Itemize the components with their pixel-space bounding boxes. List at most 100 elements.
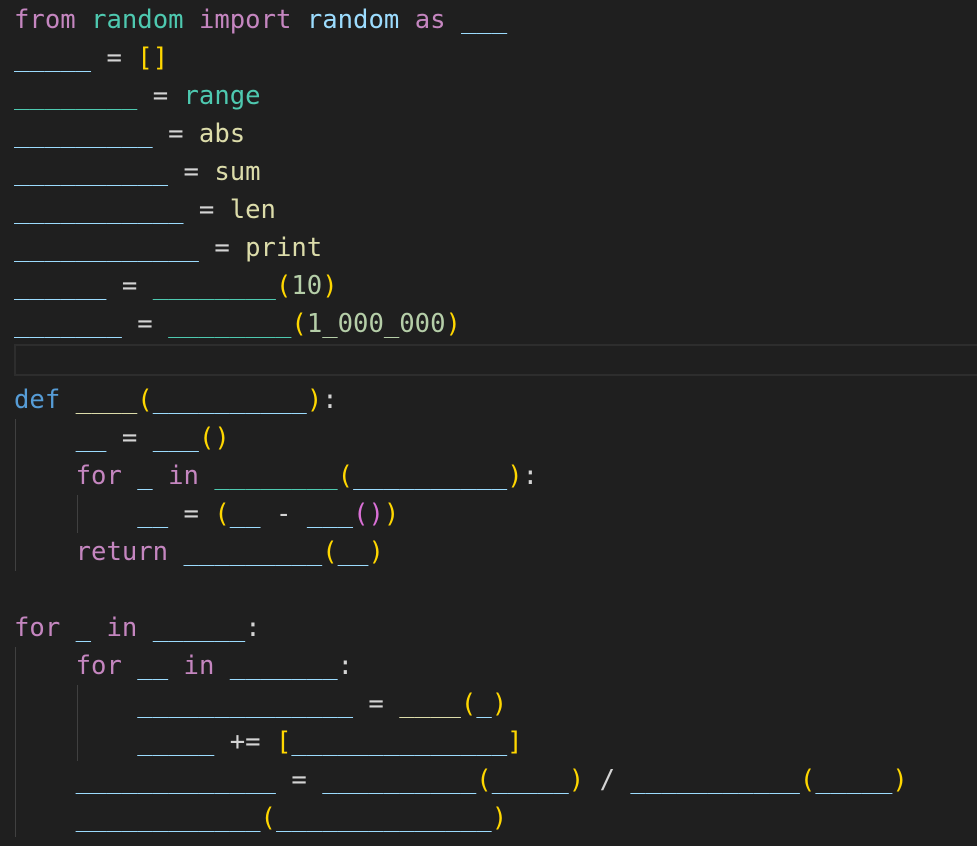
code-token: def bbox=[14, 385, 61, 415]
indent-guide bbox=[77, 685, 78, 761]
code-line[interactable]: ______________ = ____(_) bbox=[14, 685, 507, 723]
code-token: () bbox=[198, 423, 230, 453]
code-line[interactable]: from random import random as ___ bbox=[14, 1, 507, 39]
code-token bbox=[184, 5, 199, 35]
code-token: in bbox=[106, 613, 138, 643]
code-line[interactable]: _________ = abs bbox=[14, 115, 245, 153]
code-token: = bbox=[121, 309, 169, 339]
code-token: ( bbox=[322, 537, 338, 567]
code-line[interactable]: return _________(__) bbox=[14, 533, 384, 571]
code-line[interactable]: _____ = [] bbox=[14, 39, 168, 77]
code-token: = bbox=[168, 157, 215, 187]
code-line[interactable]: ___________ = len bbox=[14, 191, 276, 229]
code-line[interactable]: def ____(__________): bbox=[14, 381, 338, 419]
code-token: return bbox=[75, 537, 169, 567]
code-token: [] bbox=[137, 43, 169, 73]
code-token: : bbox=[322, 385, 338, 415]
code-token: ( bbox=[476, 765, 492, 795]
code-line[interactable]: __ = ___() bbox=[14, 419, 230, 457]
code-token bbox=[399, 5, 414, 35]
code-token: ) bbox=[507, 461, 523, 491]
code-token: ___ bbox=[306, 499, 354, 529]
code-token: ___________ bbox=[630, 765, 800, 795]
code-token: ( bbox=[460, 689, 477, 719]
code-token: _____ bbox=[491, 765, 569, 795]
code-line[interactable]: ____________ = print bbox=[14, 229, 322, 267]
code-token bbox=[76, 5, 91, 35]
code-line[interactable]: for _ in ______: bbox=[14, 609, 261, 647]
code-token: ________ bbox=[14, 81, 138, 111]
code-token bbox=[168, 537, 183, 567]
code-token: ______________ bbox=[291, 727, 508, 757]
code-token: _______ bbox=[229, 651, 338, 681]
code-token: _____ bbox=[137, 727, 215, 757]
code-token: ) bbox=[491, 803, 508, 833]
code-token: __ bbox=[337, 537, 369, 567]
code-token bbox=[14, 651, 76, 681]
indent-guide bbox=[15, 647, 16, 837]
code-token bbox=[14, 689, 137, 719]
code-token: ______________ bbox=[137, 689, 354, 719]
code-token: __________ bbox=[322, 765, 477, 795]
code-token bbox=[14, 803, 76, 833]
code-token: = bbox=[91, 43, 138, 73]
code-token: _ bbox=[137, 461, 153, 491]
code-token: random bbox=[91, 5, 184, 35]
code-token bbox=[122, 461, 137, 491]
code-token: for bbox=[75, 461, 122, 491]
code-token: = bbox=[137, 81, 184, 111]
code-token: = bbox=[275, 765, 323, 795]
code-token: for bbox=[14, 613, 61, 643]
code-token: _ bbox=[75, 613, 92, 643]
code-token: _______ bbox=[14, 309, 122, 339]
code-token: ___________ bbox=[14, 195, 184, 225]
code-token: ___ bbox=[460, 5, 508, 35]
code-line[interactable]: __________ = sum bbox=[14, 153, 261, 191]
code-token: __________ bbox=[14, 157, 169, 187]
code-token: - bbox=[260, 499, 307, 529]
code-token: ____ bbox=[75, 385, 138, 415]
code-token: = bbox=[168, 499, 215, 529]
code-token bbox=[14, 537, 76, 567]
code-token: ________ bbox=[214, 461, 338, 491]
code-token bbox=[153, 461, 168, 491]
code-line[interactable]: _______ = ________(1_000_000) bbox=[14, 305, 461, 343]
code-token: ______ bbox=[14, 271, 107, 301]
code-token: 1_000_000 bbox=[306, 309, 446, 339]
code-token: _____ bbox=[815, 765, 893, 795]
code-token: = bbox=[152, 119, 199, 149]
code-line[interactable]: ________ = range bbox=[14, 77, 261, 115]
code-line[interactable]: _____ += [______________] bbox=[14, 723, 523, 761]
code-token: : bbox=[522, 461, 539, 491]
code-token: __________ bbox=[152, 385, 307, 415]
current-line-highlight bbox=[14, 344, 977, 376]
code-token bbox=[168, 651, 183, 681]
code-token: len bbox=[229, 195, 276, 225]
code-token bbox=[60, 385, 75, 415]
code-token bbox=[199, 461, 214, 491]
code-token: in bbox=[168, 461, 199, 491]
code-token: ) bbox=[322, 271, 338, 301]
code-line[interactable]: ____________(______________) bbox=[14, 799, 507, 837]
code-line[interactable]: for __ in _______: bbox=[14, 647, 353, 685]
code-line[interactable]: for _ in ________(__________): bbox=[14, 457, 538, 495]
code-token: ( bbox=[214, 499, 230, 529]
code-token: random bbox=[306, 5, 400, 35]
code-token: _________ bbox=[14, 119, 153, 149]
code-token: = bbox=[106, 271, 153, 301]
code-token: ____________ bbox=[75, 803, 261, 833]
code-token: ) bbox=[491, 689, 508, 719]
code-token: __ bbox=[137, 499, 169, 529]
code-line[interactable]: __ = (__ - ___()) bbox=[14, 495, 399, 533]
code-token: ___ bbox=[152, 423, 199, 453]
code-token: ( bbox=[260, 803, 276, 833]
code-line[interactable]: _____________ = __________(_____) / ____… bbox=[14, 761, 908, 799]
code-token bbox=[14, 765, 76, 795]
code-token: ) bbox=[383, 499, 400, 529]
code-token: : bbox=[337, 651, 354, 681]
code-token: _____________ bbox=[75, 765, 276, 795]
code-line[interactable]: ______ = ________(10) bbox=[14, 267, 338, 305]
code-token: = bbox=[183, 195, 230, 225]
code-token: ] bbox=[507, 727, 523, 757]
